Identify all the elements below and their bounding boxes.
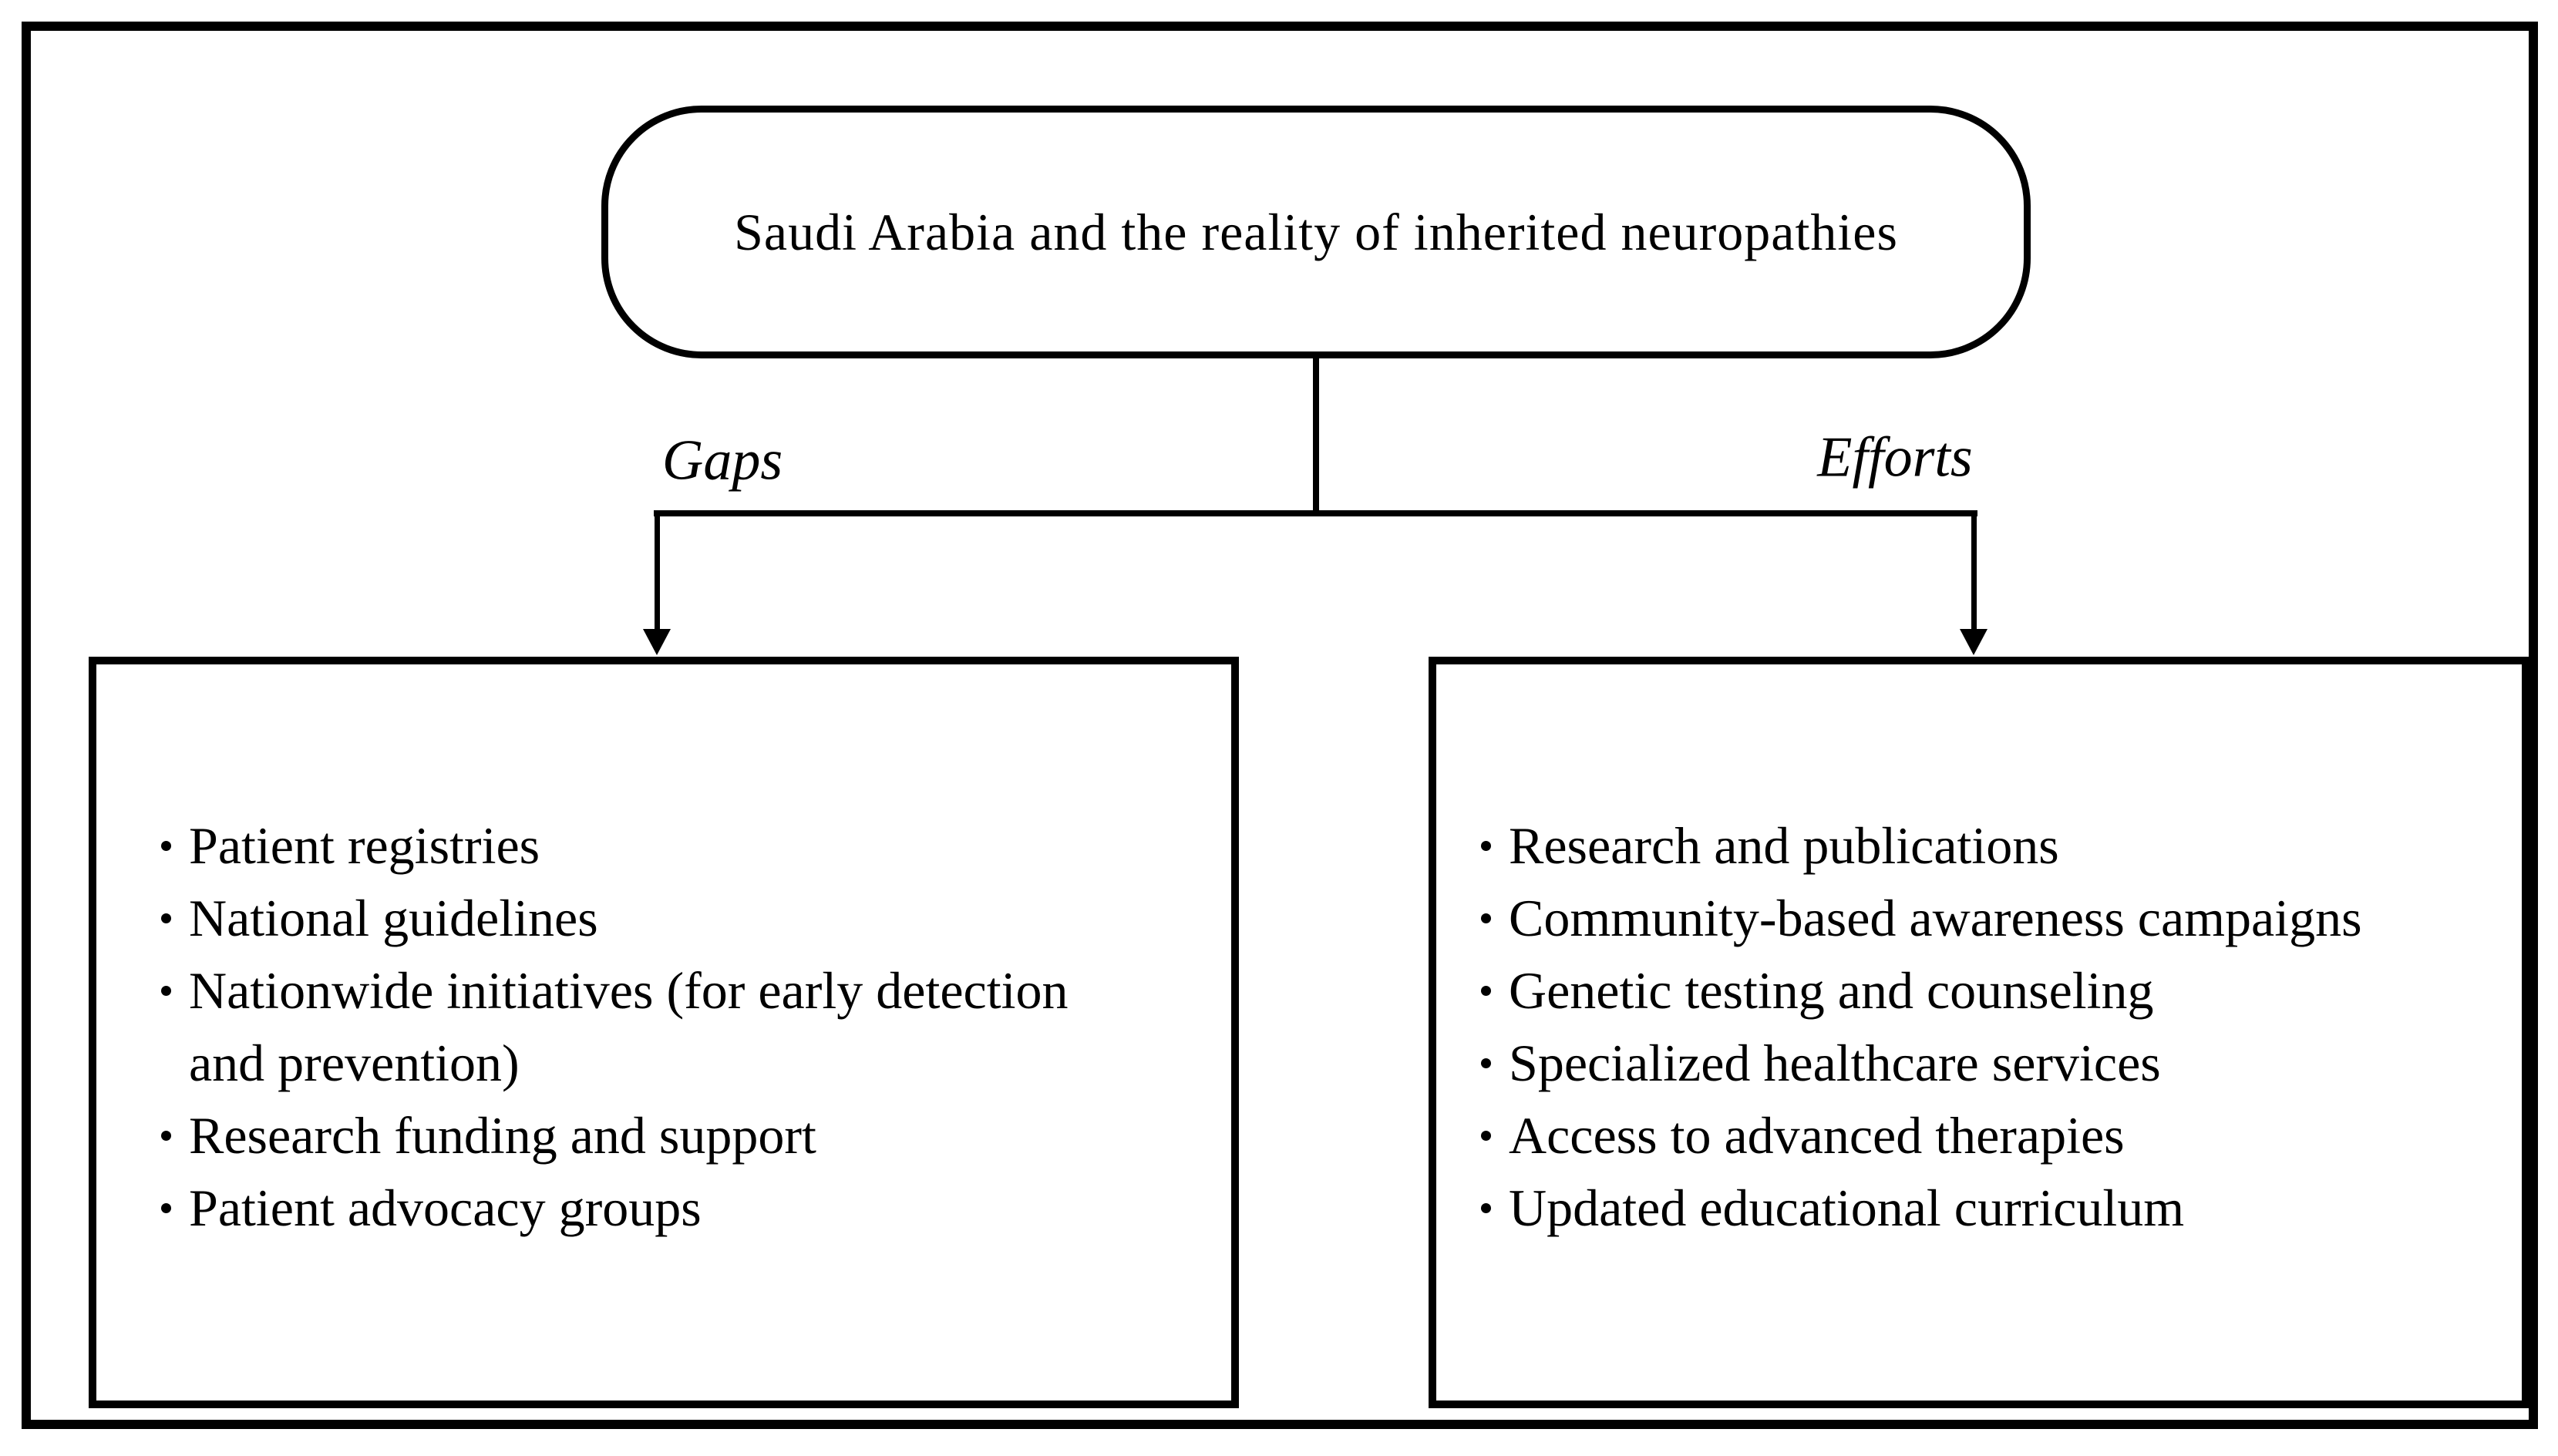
root-node-title: Saudi Arabia and the reality of inherite…	[734, 202, 1898, 261]
list-item: Genetic testing and counseling	[1476, 954, 2506, 1027]
connector-branch-line	[654, 510, 1977, 516]
list-item: National guidelines	[157, 882, 1208, 954]
list-item: Research and publications	[1476, 809, 2506, 882]
list-item: Updated educational curriculum	[1476, 1172, 2506, 1244]
figure-frame: Saudi Arabia and the reality of inherite…	[22, 22, 2538, 1429]
list-item: Nationwide initiatives (for early detect…	[157, 954, 1208, 1099]
list-item: Access to advanced therapies	[1476, 1099, 2506, 1172]
list-item: Specialized healthcare services	[1476, 1027, 2506, 1099]
list-item: Community-based awareness campaigns	[1476, 882, 2506, 954]
branch-label-gaps: Gaps	[661, 429, 783, 493]
down-arrow-icon-right	[1960, 629, 1987, 655]
list-item: Research funding and support	[157, 1099, 1208, 1172]
connector-drop-right	[1971, 510, 1977, 632]
connector-stem	[1313, 356, 1319, 512]
connector-drop-left	[655, 510, 660, 632]
root-node: Saudi Arabia and the reality of inherite…	[601, 106, 2031, 358]
list-item: Patient registries	[157, 809, 1208, 882]
branch-label-efforts: Efforts	[1817, 425, 1973, 489]
list-item: Patient advocacy groups	[157, 1172, 1208, 1244]
down-arrow-icon-left	[643, 629, 671, 655]
